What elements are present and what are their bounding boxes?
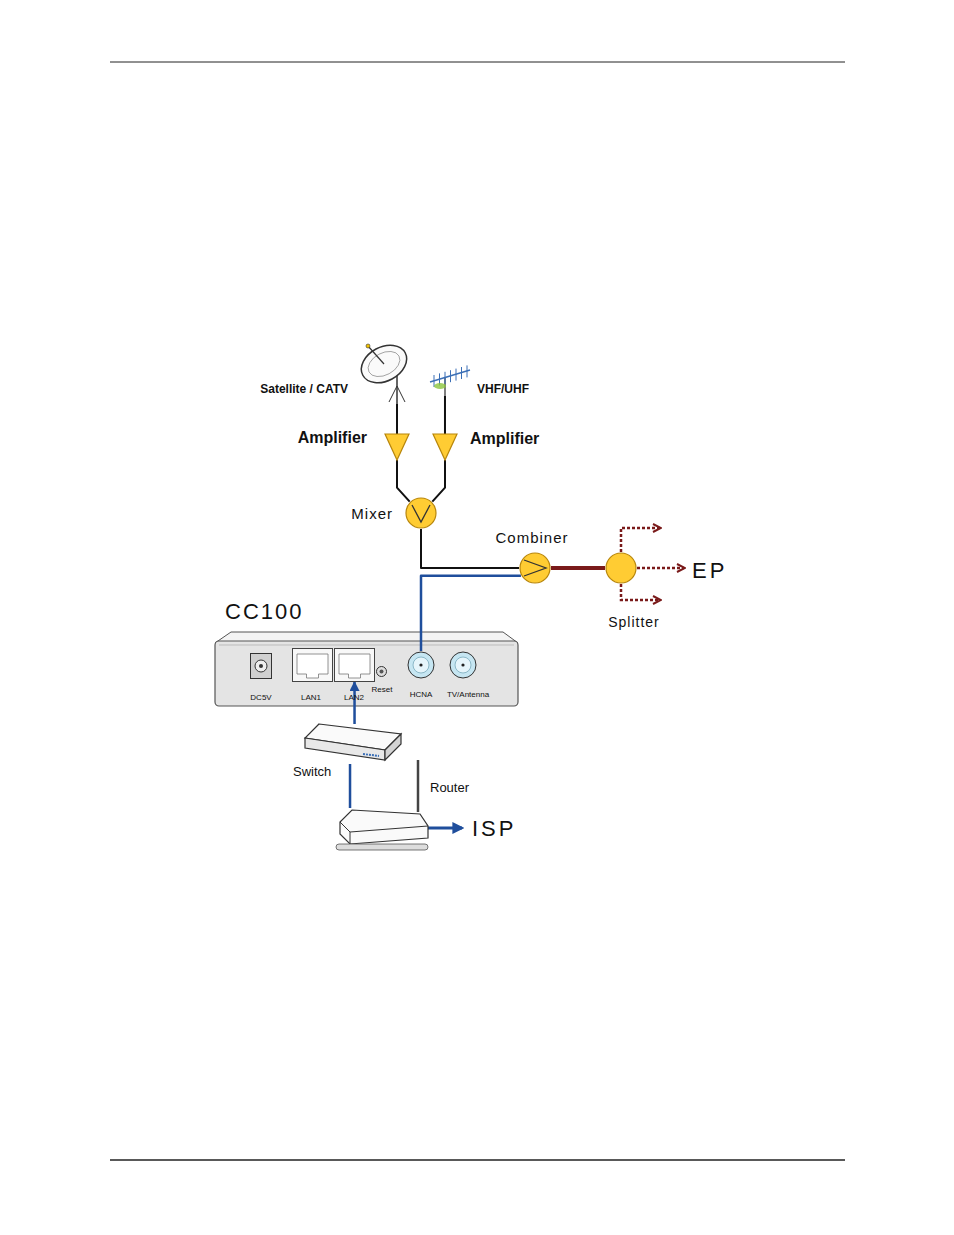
- splitter-shape: [605, 552, 637, 584]
- combiner: Combiner: [519, 552, 551, 584]
- node-label: LAN2: [344, 693, 364, 702]
- node-label: HCNA: [410, 690, 433, 699]
- mixer: Mixer: [405, 497, 437, 529]
- mixer-shape: [405, 497, 437, 529]
- cable: [349, 764, 352, 808]
- node-label: Mixer: [351, 505, 393, 522]
- cable: [396, 404, 398, 434]
- amplifier-shape: [385, 434, 409, 460]
- cc100-device: CC100DC5VLAN1LAN2ResetHCNATV/Antenna: [215, 632, 518, 706]
- dc-power-port: DC5V: [250, 653, 272, 679]
- hcna-port: HCNA: [407, 651, 435, 679]
- tv-antenna-port: TV/Antenna: [449, 651, 477, 679]
- isp-link: [427, 827, 462, 830]
- node-label: Switch: [293, 764, 331, 779]
- node-label: DC5V: [250, 693, 271, 702]
- node-label: Combiner: [495, 529, 568, 546]
- cable: [444, 396, 446, 434]
- amplifier: Amplifier: [385, 434, 409, 460]
- amplifier-shape: [433, 434, 457, 460]
- lan-port-shape: [334, 648, 375, 682]
- satellite-dish-shape: [356, 340, 414, 404]
- node-label: TV/Antenna: [447, 690, 489, 699]
- device-housing: [215, 632, 518, 706]
- vhf-uhf-antenna: VHF/UHF: [428, 366, 472, 396]
- splitter: Splitter: [605, 552, 637, 584]
- cable: [397, 460, 410, 502]
- network-switch-shape: [305, 724, 401, 764]
- cable: [432, 460, 445, 502]
- router-shape: [340, 808, 428, 852]
- amplifier: Amplifier: [433, 434, 457, 460]
- node-label: VHF/UHF: [477, 382, 529, 396]
- node-label: Reset: [372, 685, 393, 694]
- cable: [353, 682, 356, 724]
- combiner-shape: [519, 552, 551, 584]
- dc-power-port-shape: [250, 653, 272, 679]
- lan-port-shape: [292, 648, 333, 682]
- cable: [551, 566, 605, 570]
- satellite-dish: Satellite / CATV: [356, 340, 414, 404]
- footer-rule: [110, 1159, 845, 1161]
- node-label: Router: [430, 780, 469, 795]
- endpoint-label: EP: [692, 558, 727, 584]
- cable: [421, 576, 521, 651]
- node-label: Satellite / CATV: [260, 382, 348, 396]
- isp-label: ISP: [472, 816, 516, 842]
- header-rule: [110, 62, 845, 63]
- router: Router: [340, 808, 428, 852]
- reset-button: Reset: [376, 666, 387, 677]
- node-label: CC100: [225, 599, 303, 625]
- node-label: Amplifier: [298, 429, 367, 447]
- tv-antenna-port-shape: [449, 651, 477, 679]
- network-switch: Switch: [305, 724, 401, 764]
- vhf-uhf-antenna-shape: [428, 366, 472, 396]
- lan-port: LAN2: [334, 648, 375, 682]
- hcna-port-shape: [407, 651, 435, 679]
- lan-port: LAN1: [292, 648, 333, 682]
- node-label: Amplifier: [470, 430, 539, 448]
- node-label: LAN1: [301, 693, 321, 702]
- node-label: Splitter: [608, 614, 660, 630]
- reset-button-shape: [376, 666, 387, 677]
